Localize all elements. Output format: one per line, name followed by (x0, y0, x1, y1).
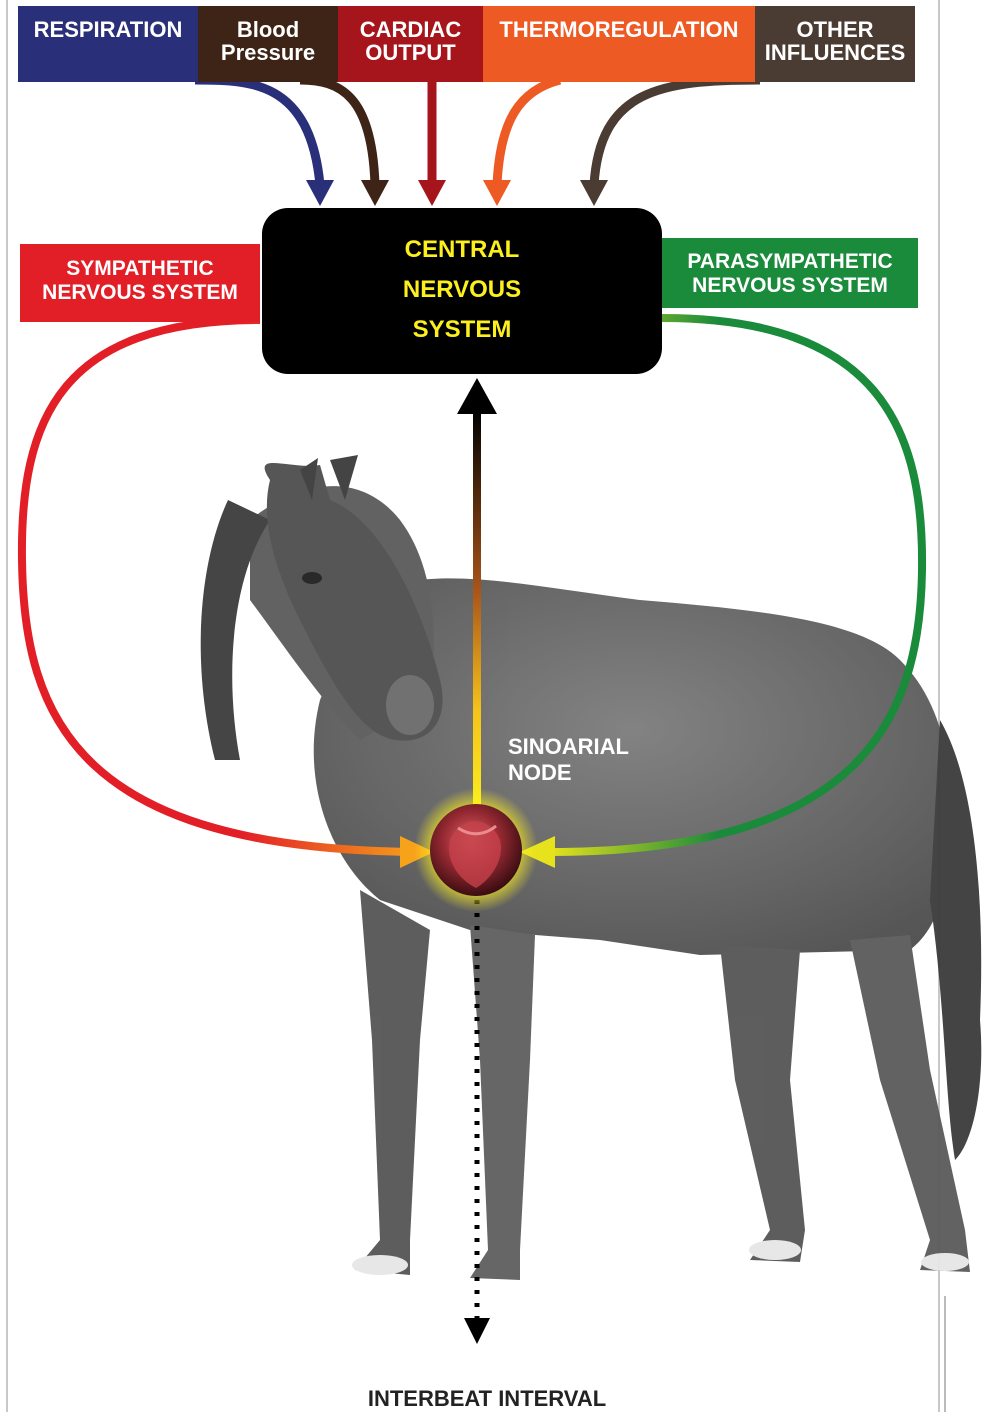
feedback-arrow-shaft (473, 410, 481, 810)
cns-label-line1: CENTRAL (262, 236, 662, 264)
influence-blood-pressure: Blood Pressure (198, 6, 338, 82)
horse-image (201, 455, 982, 1280)
cardiac-output-label-line1: CARDIAC (338, 18, 483, 41)
output-arrowhead (464, 1318, 490, 1344)
cns-label-line3: SYSTEM (262, 316, 662, 344)
influence-arrows (195, 80, 760, 185)
sinoatrial-node-label: SINOARIAL NODE (508, 734, 629, 786)
thermoregulation-label: THERMOREGULATION (483, 18, 755, 41)
cns-label-line2: NERVOUS (262, 276, 662, 304)
parasympathetic-nervous-system-box: PARASYMPATHETIC NERVOUS SYSTEM (662, 238, 918, 308)
influence-arrowheads (306, 180, 608, 206)
interbeat-interval-label: INTERBEAT INTERVAL (0, 1386, 974, 1412)
blood-pressure-label-line1: Blood (198, 18, 338, 41)
influence-cardiac-output: CARDIAC OUTPUT (338, 6, 483, 82)
influence-other: OTHER INFLUENCES (755, 6, 915, 82)
blood-pressure-label-line2: Pressure (198, 41, 338, 64)
central-nervous-system-box: CENTRAL NERVOUS SYSTEM (262, 208, 662, 374)
sympathetic-label-line2: NERVOUS SYSTEM (20, 281, 260, 305)
influence-respiration: RESPIRATION (18, 6, 198, 82)
other-influences-label-line1: OTHER (755, 18, 915, 41)
cardiac-output-label-line2: OUTPUT (338, 41, 483, 64)
influence-thermoregulation: THERMOREGULATION (483, 6, 755, 82)
sympathetic-nervous-system-box: SYMPATHETIC NERVOUS SYSTEM (20, 244, 260, 322)
sinoatrial-label-line2: NODE (508, 760, 629, 786)
parasympathetic-label-line2: NERVOUS SYSTEM (662, 274, 918, 298)
sympathetic-label-line1: SYMPATHETIC (20, 257, 260, 281)
feedback-arrowhead (457, 378, 497, 414)
respiration-label: RESPIRATION (18, 18, 198, 41)
other-influences-label-line2: INFLUENCES (755, 41, 915, 64)
parasympathetic-label-line1: PARASYMPATHETIC (662, 250, 918, 274)
sinoatrial-label-line1: SINOARIAL (508, 734, 629, 760)
